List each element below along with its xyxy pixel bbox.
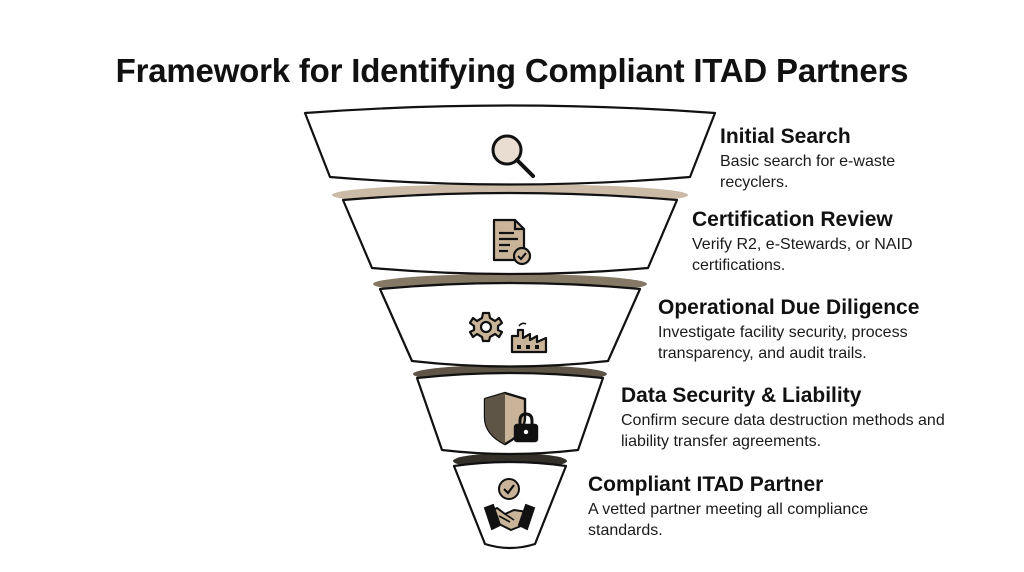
stage-compliant-itad-partner: Compliant ITAD Partner A vetted partner … xyxy=(588,472,918,541)
stage-description: Investigate facility security, process t… xyxy=(658,324,908,362)
stage-title: Operational Due Diligence xyxy=(658,296,920,319)
stage-title: Data Security & Liability xyxy=(621,384,862,407)
funnel-segment-3 xyxy=(378,281,642,368)
magnifier-icon xyxy=(491,134,535,178)
stage-title: Compliant ITAD Partner xyxy=(588,473,824,496)
page-title: Framework for Identifying Compliant ITAD… xyxy=(115,52,909,89)
stage-operational-due-diligence: Operational Due Diligence Investigate fa… xyxy=(658,295,958,364)
stage-description: Confirm secure data destruction methods … xyxy=(621,412,945,450)
stage-title: Certification Review xyxy=(692,208,893,231)
shield-lock-icon xyxy=(483,391,539,446)
stage-initial-search: Initial Search Basic search for e-waste … xyxy=(720,124,950,193)
stage-description: Verify R2, e-Stewards, or NAID certifica… xyxy=(692,236,913,274)
stage-data-security-liability: Data Security & Liability Confirm secure… xyxy=(621,383,966,452)
certificate-document-icon xyxy=(492,218,532,266)
gear-factory-icon xyxy=(468,311,548,354)
handshake-badge-icon xyxy=(483,478,536,531)
stage-description: Basic search for e-waste recyclers. xyxy=(720,153,896,191)
stage-certification-review: Certification Review Verify R2, e-Stewar… xyxy=(692,207,932,276)
funnel-segment-5 xyxy=(452,460,568,550)
stage-description: A vetted partner meeting all compliance … xyxy=(588,501,869,539)
stage-title: Initial Search xyxy=(720,125,851,148)
